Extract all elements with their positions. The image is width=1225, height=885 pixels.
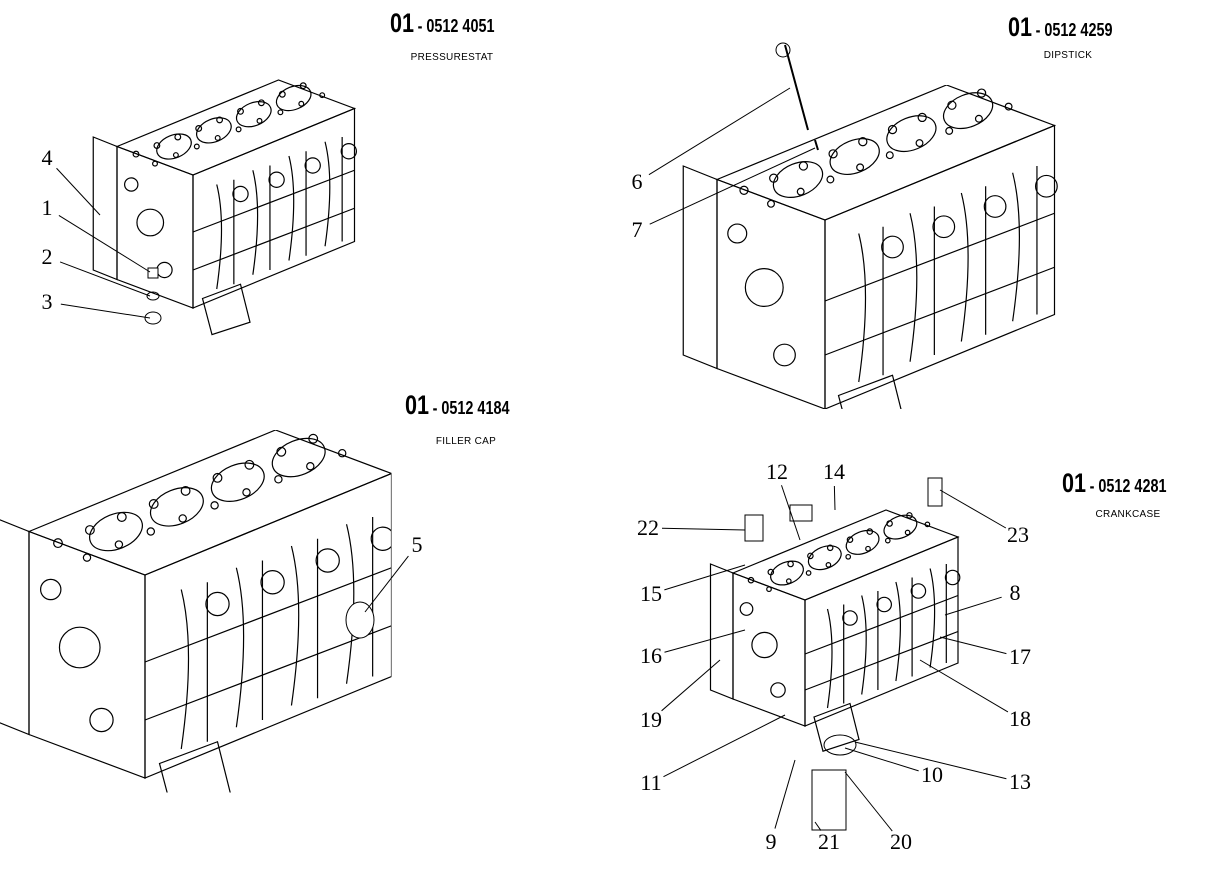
- leader-line: [56, 167, 101, 216]
- leader-line: [59, 261, 151, 297]
- group-number: 01: [1062, 468, 1087, 498]
- group-number: 01: [390, 8, 415, 38]
- pressurestat-part: [147, 267, 159, 279]
- engine-block-dipstick: [682, 85, 1058, 410]
- group-number: 01: [1008, 12, 1033, 42]
- callout-1: 1: [41, 195, 53, 220]
- callout-21: 21: [818, 829, 840, 854]
- leader-line: [364, 555, 409, 613]
- washer-part: [146, 291, 160, 301]
- leader-line: [939, 489, 1007, 529]
- callout-22: 22: [637, 515, 659, 540]
- part-reference: - 0512 4259: [1035, 20, 1113, 40]
- callout-16: 16: [640, 643, 662, 668]
- engine-block-filler-cap: [0, 430, 392, 793]
- sensor-part-22: [744, 514, 764, 542]
- leader-line: [939, 636, 1007, 655]
- callout-5: 5: [411, 532, 423, 557]
- leader-line: [844, 747, 919, 772]
- leader-line: [661, 527, 746, 531]
- leader-line: [648, 87, 791, 176]
- panel-header-crankcase: 01 - 0512 4281: [1062, 468, 1193, 499]
- callout-6: 6: [631, 169, 643, 194]
- leader-line: [649, 147, 816, 225]
- leader-line: [664, 564, 746, 591]
- callout-10: 10: [921, 762, 943, 787]
- leader-line: [844, 771, 893, 832]
- callout-12: 12: [766, 459, 788, 484]
- leader-line: [781, 485, 801, 541]
- callout-23: 23: [1007, 522, 1029, 547]
- dipstick-part: [784, 44, 819, 151]
- callout-9: 9: [765, 829, 777, 854]
- panel-title: DIPSTICK: [1043, 50, 1093, 61]
- callout-17: 17: [1009, 644, 1031, 669]
- panel-header-dipstick: 01 - 0512 4259: [1008, 12, 1139, 43]
- callout-7: 7: [631, 217, 643, 242]
- oil-pump-part: [811, 769, 847, 831]
- group-number: 01: [405, 390, 430, 420]
- panel-title: CRANKCASE: [1095, 509, 1161, 520]
- panel-header-pressurestat: 01 - 0512 4051: [390, 8, 521, 39]
- callout-8: 8: [1009, 580, 1021, 605]
- callout-18: 18: [1009, 706, 1031, 731]
- leader-line: [664, 629, 746, 653]
- leader-line: [774, 759, 796, 829]
- plug-part: [144, 311, 162, 325]
- engine-block-crankcase: [709, 509, 961, 752]
- filler-cap-part: [345, 601, 375, 639]
- callout-4: 4: [41, 145, 53, 170]
- callout-20: 20: [890, 829, 912, 854]
- leader-line: [854, 741, 1007, 780]
- sensor-part-12: [789, 504, 813, 522]
- callout-15: 15: [640, 581, 662, 606]
- callout-3: 3: [41, 289, 53, 314]
- part-reference: - 0512 4051: [417, 16, 495, 36]
- leader-line: [663, 714, 786, 778]
- panel-title: FILLER CAP: [435, 436, 497, 447]
- leader-line: [919, 659, 1009, 713]
- panel-title: PRESSURESTAT: [410, 52, 494, 63]
- leader-line: [944, 596, 1002, 616]
- part-reference: - 0512 4281: [1089, 476, 1167, 496]
- callout-11: 11: [640, 770, 662, 795]
- callout-2: 2: [41, 244, 53, 269]
- leader-line: [661, 659, 721, 712]
- dipstick-handle: [775, 42, 791, 58]
- callout-19: 19: [640, 707, 662, 732]
- engine-block-pressurestat: [92, 79, 358, 336]
- leader-line: [814, 821, 822, 831]
- seal-part-10: [823, 734, 857, 756]
- panel-header-filler-cap: 01 - 0512 4184: [405, 390, 536, 421]
- part-reference: - 0512 4184: [432, 398, 510, 418]
- leader-line: [833, 485, 836, 511]
- leader-line: [60, 303, 151, 319]
- callout-14: 14: [823, 459, 845, 484]
- leader-line: [58, 214, 151, 273]
- sensor-part-23: [927, 477, 943, 507]
- callout-13: 13: [1009, 769, 1031, 794]
